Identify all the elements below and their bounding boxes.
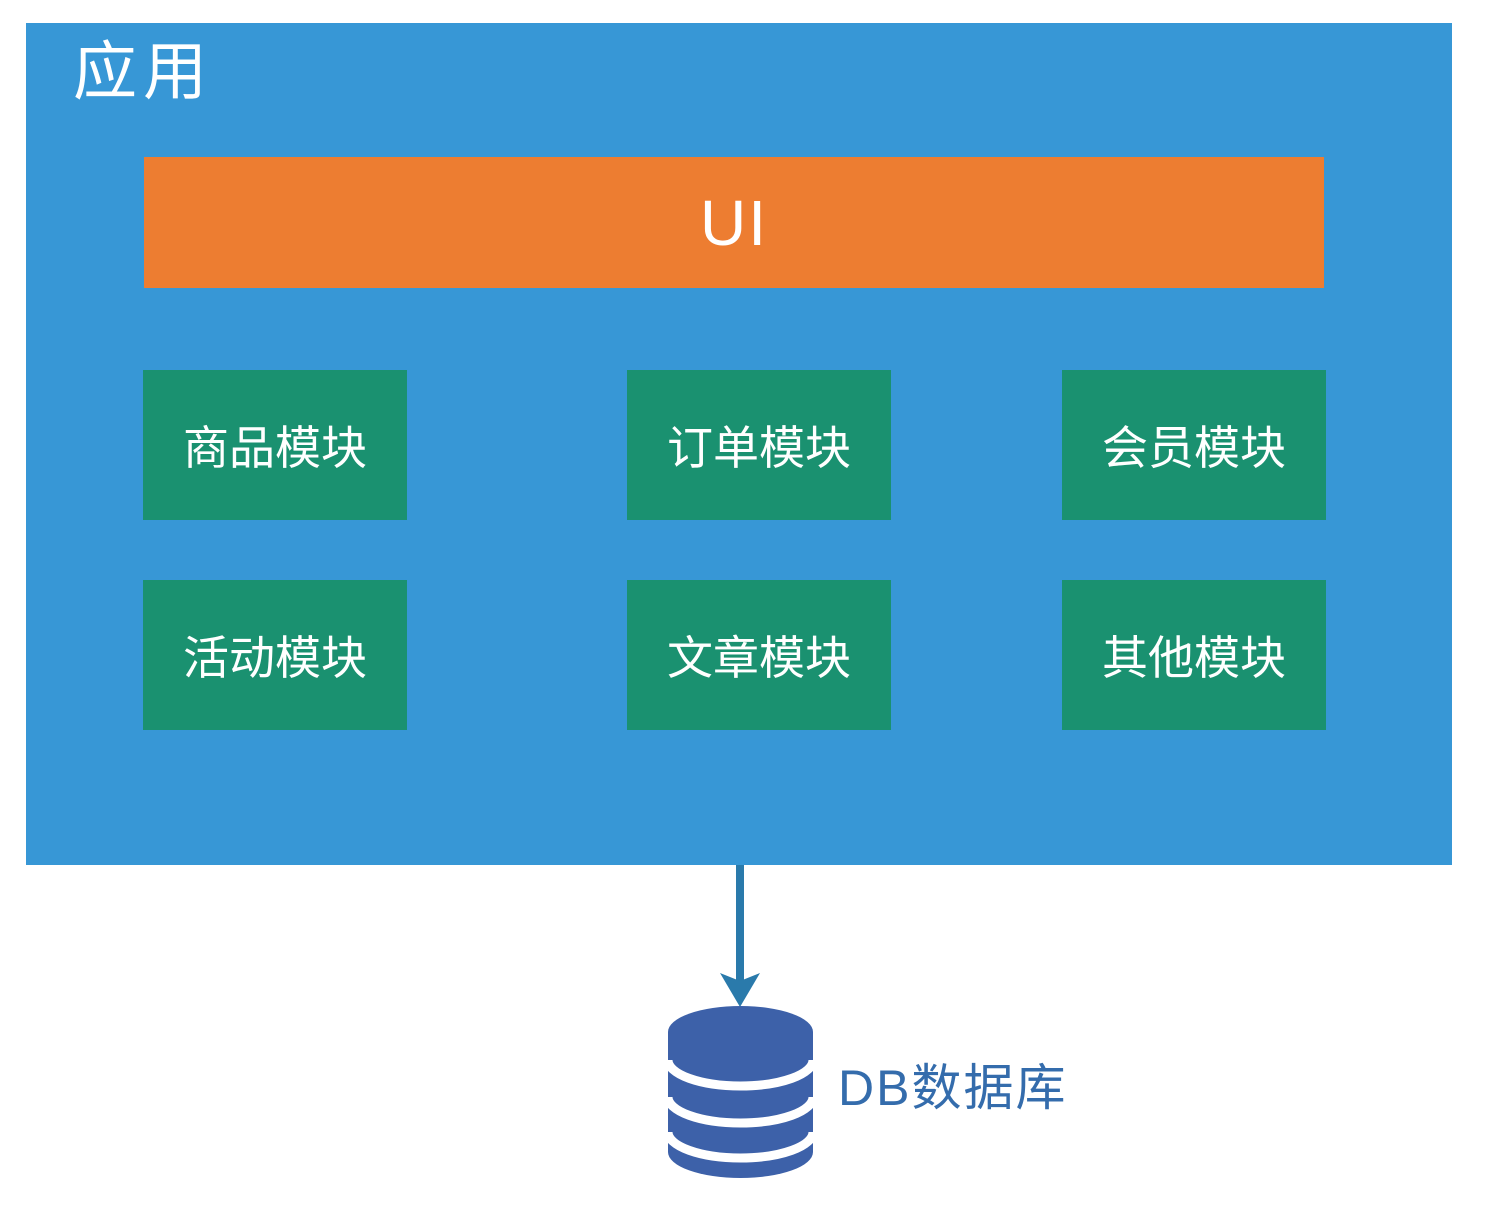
down-arrow-icon	[720, 865, 760, 1007]
module-box-article: 文章模块	[627, 580, 891, 730]
module-label: 商品模块	[183, 422, 367, 474]
database-label: DB数据库	[838, 1060, 1068, 1116]
application-container: 应用 UI 商品模块 订单模块 会员模块 活动模块 文章模块 其他模块	[26, 23, 1452, 865]
module-label: 会员模块	[1102, 422, 1286, 474]
database-cylinder-icon	[668, 1006, 813, 1178]
ui-layer-box: UI	[144, 157, 1324, 288]
application-title: 应用	[73, 36, 213, 108]
module-label: 其他模块	[1102, 632, 1286, 684]
module-box-other: 其他模块	[1062, 580, 1326, 730]
module-label: 订单模块	[667, 422, 851, 474]
module-box-member: 会员模块	[1062, 370, 1326, 520]
module-box-activity: 活动模块	[143, 580, 407, 730]
module-label: 文章模块	[667, 632, 851, 684]
module-box-product: 商品模块	[143, 370, 407, 520]
module-box-order: 订单模块	[627, 370, 891, 520]
ui-layer-label: UI	[700, 186, 768, 259]
module-label: 活动模块	[183, 632, 367, 684]
